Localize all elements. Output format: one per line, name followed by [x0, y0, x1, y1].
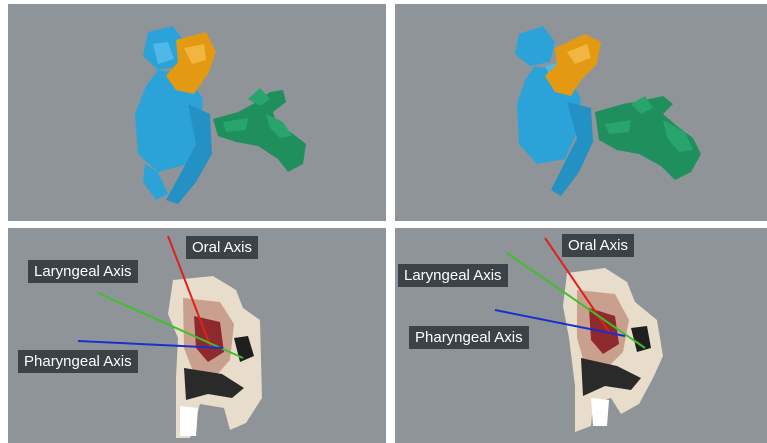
spine-shape — [595, 96, 701, 180]
skeleton-render — [395, 4, 767, 221]
laryngeal-axis-label: Laryngeal Axis — [28, 260, 138, 283]
render-panel-top-left — [8, 4, 386, 221]
cross-section-shape — [168, 276, 262, 438]
laryngeal-axis-label: Laryngeal Axis — [398, 264, 508, 287]
pharyngeal-axis-label: Pharyngeal Axis — [18, 350, 138, 373]
render-panel-top-right — [395, 4, 767, 221]
oral-axis-label: Oral Axis — [186, 236, 258, 259]
axes-panel-bottom-right: Oral Axis Laryngeal Axis Pharyngeal Axis — [395, 228, 767, 443]
oral-axis-label: Oral Axis — [562, 234, 634, 257]
spine-shape — [213, 88, 306, 172]
axes-panel-bottom-left: Oral Axis Laryngeal Axis Pharyngeal Axis — [8, 228, 386, 443]
pharyngeal-axis-label: Pharyngeal Axis — [409, 326, 529, 349]
skeleton-render — [8, 4, 386, 221]
cross-section-shape — [563, 268, 663, 432]
